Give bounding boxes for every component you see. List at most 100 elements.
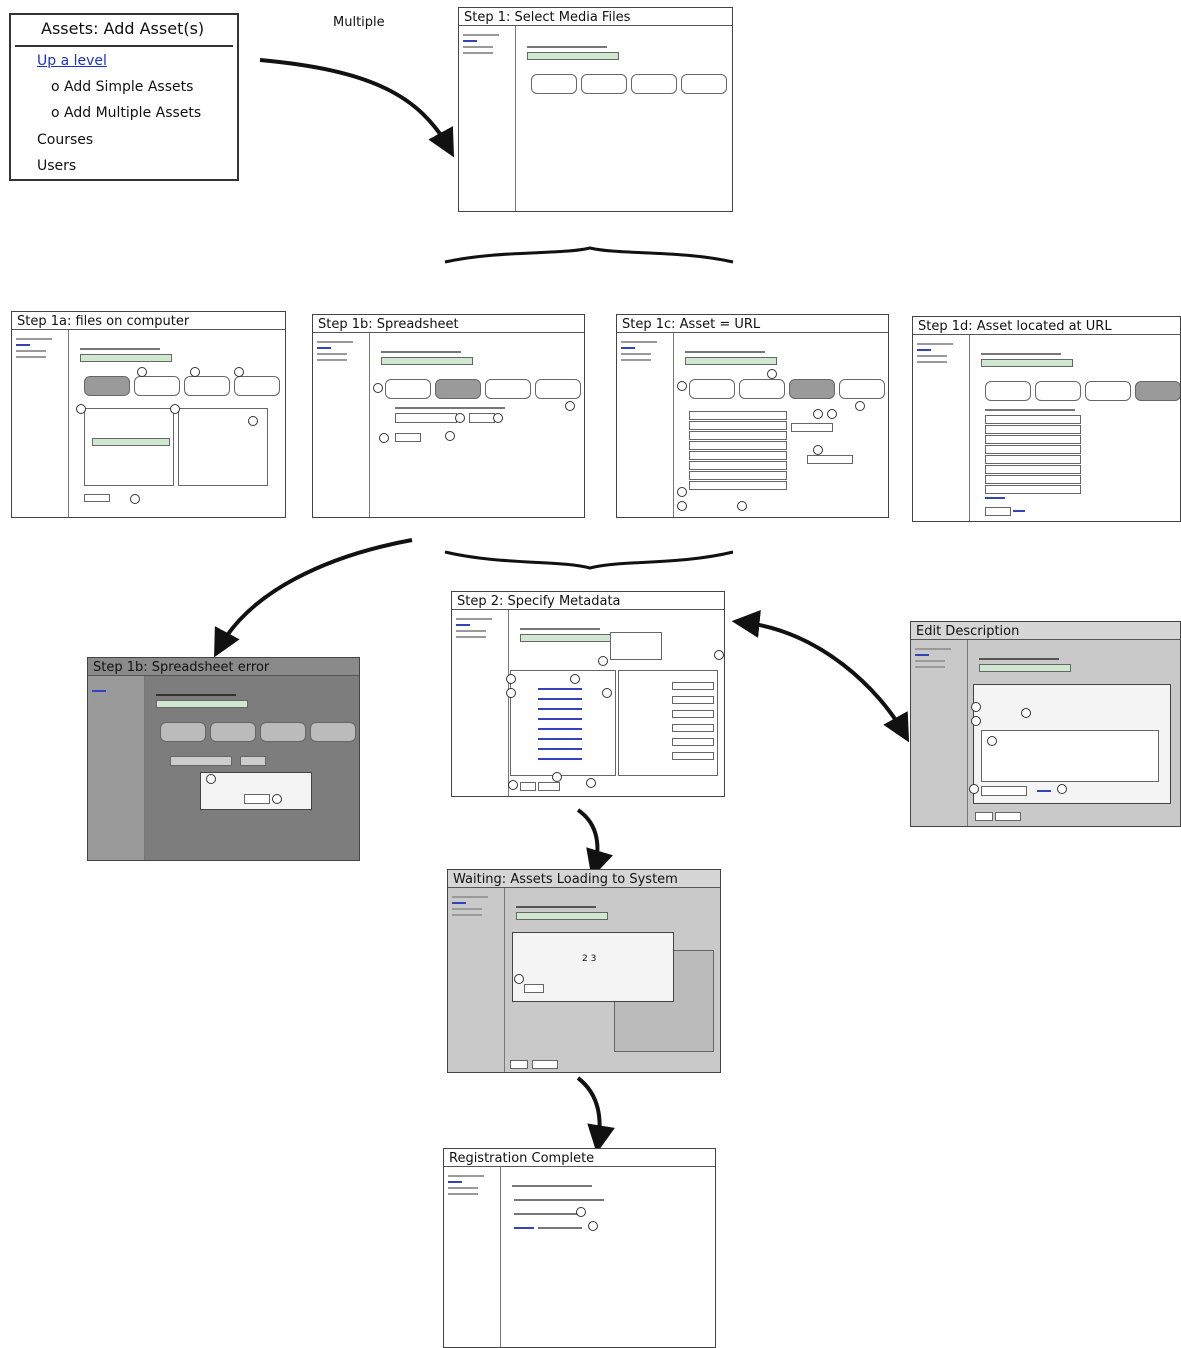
mock-control — [689, 411, 787, 420]
sidebar-line — [448, 1187, 478, 1189]
annotation-circle — [737, 501, 747, 511]
annotation-circle — [445, 431, 455, 441]
annotation-circle — [602, 688, 612, 698]
nav-item-add-simple[interactable]: o Add Simple Assets — [51, 79, 194, 95]
sidebar — [617, 333, 674, 517]
mock-control — [395, 413, 457, 423]
placeholder-text-line — [538, 1227, 582, 1229]
mock-control — [170, 756, 232, 766]
sidebar — [12, 330, 69, 517]
mock-control — [689, 441, 787, 450]
sidebar-line — [463, 52, 493, 54]
annotation-circle — [827, 409, 837, 419]
placeholder-text-line — [981, 353, 1061, 355]
screen-title: Waiting: Assets Loading to System — [448, 870, 720, 888]
mock-control — [156, 700, 248, 708]
sidebar-line — [317, 341, 353, 343]
screen-step1: Step 1: Select Media Files — [458, 7, 733, 212]
placeholder-text-line — [514, 1199, 604, 1201]
arrow-step2-to-waiting — [576, 808, 614, 879]
mock-control — [527, 52, 619, 60]
annotation-circle — [248, 416, 258, 426]
placeholder-text-line — [395, 407, 505, 409]
sidebar — [913, 335, 970, 521]
sidebar-line — [448, 1181, 462, 1183]
mock-control — [184, 376, 230, 396]
annotation-circle — [514, 974, 524, 984]
mock-control — [985, 415, 1081, 424]
annotation-circle — [1057, 784, 1067, 794]
mock-control — [985, 445, 1081, 454]
mock-control — [672, 710, 714, 718]
screen-title: Step 1b: Spreadsheet — [313, 315, 584, 333]
placeholder-text-line — [514, 1213, 584, 1215]
annotation-circle — [272, 794, 282, 804]
sidebar-line — [463, 34, 499, 36]
sidebar-line — [16, 344, 30, 346]
mock-control — [310, 722, 356, 742]
nav-item-add-multiple[interactable]: o Add Multiple Assets — [51, 105, 202, 121]
mock-control — [672, 696, 714, 704]
mock-control — [516, 912, 608, 920]
mock-control — [581, 74, 627, 94]
placeholder-text-line — [156, 694, 236, 696]
placeholder-text-line — [1013, 510, 1025, 512]
mock-control — [672, 738, 714, 746]
mock-control — [739, 379, 785, 399]
screen-title: Step 2: Specify Metadata — [452, 592, 724, 610]
sidebar-line — [317, 359, 347, 361]
sidebar-line — [92, 702, 122, 704]
sidebar-line — [317, 347, 331, 349]
mock-control — [789, 379, 835, 399]
sidebar-line — [452, 902, 466, 904]
mock-control — [524, 984, 544, 993]
nav-item-courses[interactable]: Courses — [37, 132, 94, 148]
annotation-circle — [506, 688, 516, 698]
description-textarea[interactable] — [981, 730, 1159, 782]
mock-control — [84, 408, 174, 486]
sidebar-line — [621, 359, 651, 361]
mock-control — [240, 756, 266, 766]
mock-control — [985, 507, 1011, 516]
up-level-link[interactable]: Up a level — [37, 53, 107, 69]
mock-control — [385, 379, 431, 399]
sidebar — [452, 610, 509, 796]
placeholder-text-line — [514, 1227, 534, 1229]
annotation-circle — [588, 1221, 598, 1231]
mock-control — [995, 812, 1021, 821]
sidebar — [448, 888, 505, 1072]
sidebar — [911, 640, 968, 826]
sidebar — [459, 26, 516, 211]
screen-step1b: Step 1b: Spreadsheet — [312, 314, 585, 518]
annotation-circle — [379, 433, 389, 443]
sidebar — [444, 1167, 501, 1347]
mock-control — [689, 461, 787, 470]
sidebar-line — [16, 350, 46, 352]
annotation-circle — [137, 367, 147, 377]
annotation-circle — [130, 494, 140, 504]
nav-item-users[interactable]: Users — [37, 158, 77, 174]
annotation-circle — [971, 716, 981, 726]
sidebar-line — [456, 624, 470, 626]
annotation-circle — [1021, 708, 1031, 718]
arrow-nav-to-step1 — [259, 58, 455, 158]
mock-control — [985, 475, 1081, 484]
nav-box: Assets: Add Asset(s) Up a level o Add Si… — [9, 13, 239, 181]
mock-control — [234, 376, 280, 396]
screen-title: Step 1: Select Media Files — [459, 8, 732, 26]
mock-control — [985, 435, 1081, 444]
placeholder-text-line — [979, 658, 1059, 660]
sidebar-line — [448, 1193, 478, 1195]
sidebar-line — [463, 40, 477, 42]
mock-control — [839, 379, 885, 399]
sidebar-line — [452, 914, 482, 916]
mock-control — [979, 664, 1071, 672]
sidebar-line — [92, 690, 106, 692]
annotation-circle — [677, 487, 687, 497]
screen-title: Step 1a: files on computer — [12, 312, 285, 330]
placeholder-text-line — [685, 351, 765, 353]
annotation-circle — [170, 404, 180, 414]
sidebar-line — [915, 660, 945, 662]
progress-counter: 2 3 — [582, 954, 597, 964]
annotation-circle — [76, 404, 86, 414]
